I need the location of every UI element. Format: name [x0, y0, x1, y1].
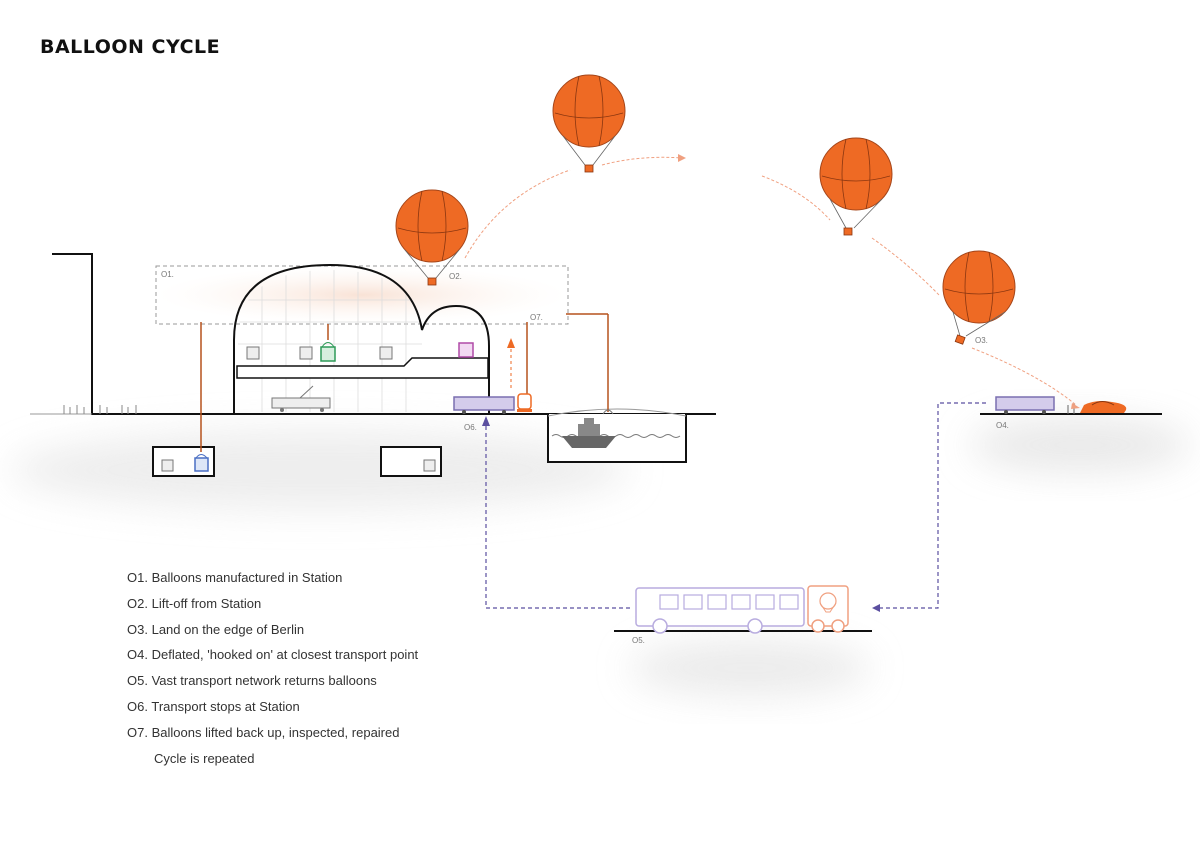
legend-item: O5. Vast transport network returns ballo… — [127, 672, 418, 698]
legend-item: O7. Balloons lifted back up, inspected, … — [127, 724, 418, 750]
legend-text: Vast transport network returns balloons — [151, 673, 377, 689]
legend: O1. Balloons manufactured in Station O2.… — [127, 569, 418, 775]
boat — [562, 418, 616, 448]
legend-code: O5. — [127, 673, 148, 689]
stage-label-02: O2. — [449, 272, 462, 281]
balloon-liftoff — [395, 189, 469, 286]
manufacturing-zone — [155, 265, 569, 325]
legend-code: O4. — [127, 647, 148, 663]
legend-code: O7. — [127, 724, 148, 740]
flight-path — [464, 156, 1077, 406]
legend-code: O1. — [127, 570, 148, 585]
balloon-landing — [942, 250, 1016, 345]
legend-item: O3. Land on the edge of Berlin — [127, 621, 418, 647]
legend-item: O4. Deflated, 'hooked on' at closest tra… — [127, 646, 418, 672]
legend-text: Lift-off from Station — [151, 595, 262, 611]
edge-transport-vehicle — [995, 396, 1075, 414]
legend-item: O1. Balloons manufactured in Station — [127, 569, 418, 595]
legend-text: Land on the edge of Berlin — [151, 621, 305, 637]
stage-label-06: O6. — [464, 423, 477, 432]
station-building — [233, 263, 490, 414]
legend-item: O2. Lift-off from Station — [127, 595, 418, 621]
legend-text: Transport stops at Station — [151, 698, 300, 714]
legend-code: O2. — [127, 595, 148, 611]
return-arrow-to-truck — [872, 604, 880, 612]
stage-label-05: O5. — [632, 636, 645, 645]
legend-text: Balloons lifted back up, inspected, repa… — [151, 724, 400, 740]
legend-item: O6. Transport stops at Station — [127, 698, 418, 724]
lift-back-arrow — [507, 322, 532, 412]
flight-arrow — [678, 154, 686, 162]
return-truck — [635, 585, 849, 634]
return-path — [485, 402, 986, 609]
stage-label-03: O3. — [975, 336, 988, 345]
stage-label-01: O1. — [161, 270, 174, 279]
stage-label-04: O4. — [996, 421, 1009, 430]
legend-text: Deflated, 'hooked on' at closest transpo… — [151, 647, 419, 663]
return-arrow-to-station — [482, 416, 490, 426]
legend-code: O6. — [127, 698, 148, 714]
station-transport-vehicle — [453, 396, 515, 414]
stage-label-07: O7. — [530, 313, 543, 322]
balloon-high-left — [552, 74, 626, 173]
underground-rooms — [152, 322, 442, 477]
legend-text: Balloons manufactured in Station — [151, 570, 343, 585]
diagram-title: BALLOON CYCLE — [40, 36, 221, 58]
landing-arrow — [1071, 403, 1080, 409]
balloon-high-right — [819, 137, 893, 236]
legend-code: O3. — [127, 621, 148, 637]
deflated-balloon — [1080, 401, 1127, 413]
legend-footer: Cycle is repeated — [154, 750, 255, 766]
canal — [547, 313, 687, 463]
